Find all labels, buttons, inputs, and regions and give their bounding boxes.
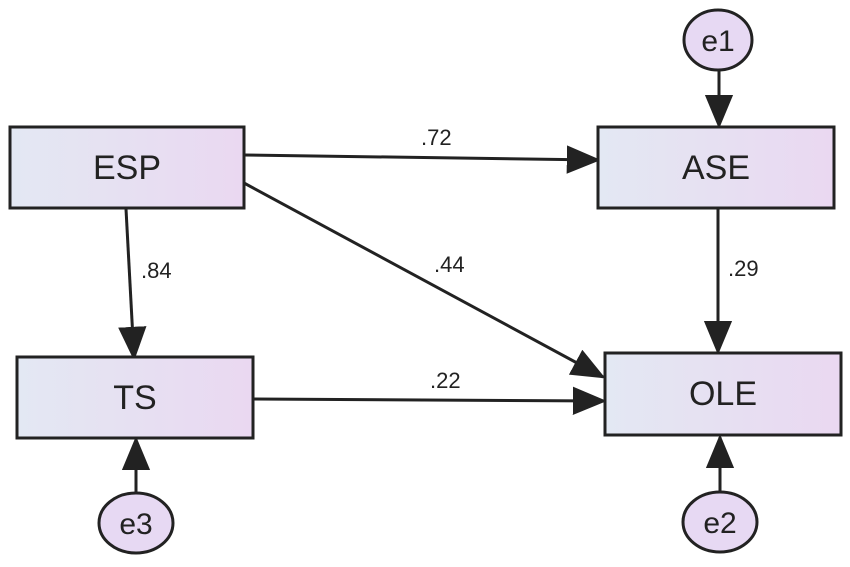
node-ole: OLE [603,351,843,437]
error-e2: e2 [681,490,759,554]
arrow-esp-to-ole [243,181,606,379]
node-ase: ASE [596,125,836,210]
arrows [118,69,735,494]
error-e1-label: e1 [701,25,734,58]
node-ts: TS [15,355,255,440]
coef-esp-ase: .72 [421,125,452,150]
node-esp-label: ESP [93,149,161,187]
error-e1: e1 [682,8,754,72]
error-e3-label: e3 [119,508,152,541]
arrow-esp-to-ts [118,208,147,361]
arrow-esp-to-ase [243,145,601,174]
coef-ase-ole: .29 [728,256,759,281]
coef-esp-ole: .44 [434,252,465,277]
arrow-ts-to-ole [253,386,607,415]
node-ts-label: TS [113,379,156,417]
coef-ts-ole: .22 [430,368,461,393]
error-e3: e3 [97,491,175,555]
error-e2-label: e2 [703,507,736,540]
coef-esp-ts: .84 [141,258,172,283]
node-ase-label: ASE [682,149,750,187]
node-esp: ESP [8,125,246,210]
node-ole-label: OLE [689,375,757,413]
